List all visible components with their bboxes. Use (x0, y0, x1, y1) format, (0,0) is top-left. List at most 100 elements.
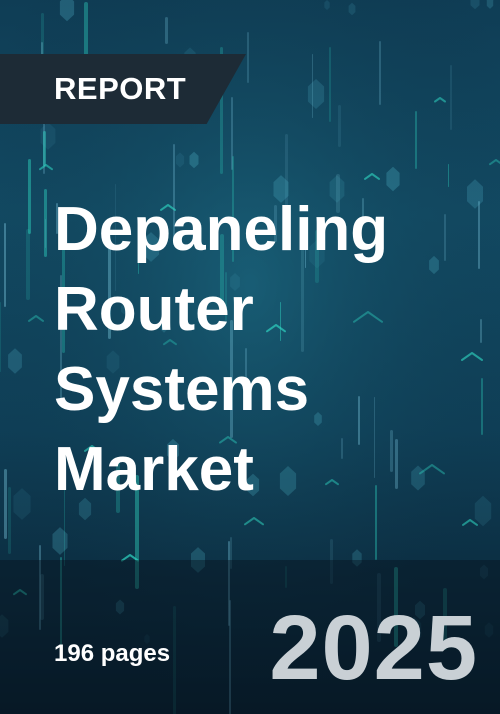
light-streak (138, 219, 139, 274)
hexagon-icon (279, 466, 297, 496)
light-streak (247, 32, 249, 83)
chevron-up-icon (39, 164, 53, 171)
light-streak (329, 47, 331, 122)
chevron-up-icon (461, 352, 483, 361)
hexagon-icon (169, 397, 177, 409)
light-streak (60, 557, 62, 650)
chevron-up-icon (434, 97, 446, 103)
hexagon-icon (480, 564, 488, 580)
light-streak (0, 302, 1, 372)
light-streak (415, 111, 417, 169)
light-streak (232, 156, 234, 262)
light-streak (377, 573, 381, 642)
hexagon-icon (307, 79, 325, 109)
light-streak (374, 397, 375, 478)
hexagon-icon (386, 166, 400, 192)
light-streak (312, 54, 313, 118)
light-streak (330, 539, 333, 584)
light-streak (379, 41, 381, 105)
hexagon-icon (106, 350, 120, 374)
chevron-up-icon (419, 464, 445, 475)
hexagon-icon (13, 488, 31, 520)
page-count: 196 pages (54, 640, 171, 667)
title-line-3: Systems (54, 355, 310, 424)
hexagon-icon (160, 321, 168, 333)
light-streak (395, 439, 398, 489)
hexagon-icon (115, 599, 125, 615)
hexagon-icon (467, 179, 483, 209)
hexagon-icon (406, 616, 422, 644)
hexagon-icon (348, 2, 356, 16)
light-streak (40, 574, 44, 620)
light-streak (338, 105, 341, 147)
report-title: Depaneling Router Systems Market (54, 190, 494, 510)
chevron-up-icon (28, 315, 44, 322)
light-streak (220, 234, 224, 313)
light-streak (341, 438, 343, 459)
chevron-up-icon (219, 436, 237, 444)
light-streak (443, 588, 447, 650)
bottom-shade (0, 560, 500, 714)
light-streak (358, 396, 360, 445)
chevron-up-icon (84, 445, 100, 452)
light-streak (280, 302, 281, 341)
light-streak (315, 230, 319, 283)
light-streak (285, 566, 287, 588)
hexagon-icon (474, 495, 492, 527)
light-streak (245, 348, 247, 381)
light-streak (274, 205, 277, 242)
light-streak (305, 238, 306, 268)
chevron-up-icon (325, 479, 339, 486)
light-streak (231, 97, 233, 170)
hexagon-icon (470, 0, 480, 10)
hexagon-icon (59, 0, 75, 22)
hexagon-icon (273, 175, 289, 203)
hexagon-icon (324, 0, 330, 10)
chevron-up-icon (244, 517, 264, 526)
chevron-up-icon (489, 159, 500, 166)
light-streak (45, 219, 46, 248)
hexagon-icon (52, 527, 68, 555)
hexagon-icon (8, 348, 22, 374)
light-streak (448, 164, 449, 187)
light-streak (229, 600, 231, 714)
light-streak (394, 567, 398, 647)
light-streak (4, 469, 7, 539)
light-streak (230, 537, 232, 569)
light-streak (43, 131, 46, 166)
light-streak (8, 487, 11, 554)
light-streak (44, 189, 47, 257)
hexagon-icon (142, 232, 160, 262)
light-streak (390, 430, 393, 472)
light-streak (481, 378, 483, 435)
light-streak (478, 201, 480, 269)
hexagon-icon (175, 152, 185, 168)
hexagon-icon (486, 0, 494, 9)
light-streak (285, 134, 288, 219)
light-streak (115, 184, 116, 291)
light-streak (4, 223, 6, 307)
chevron-up-icon (364, 173, 380, 180)
chevron-up-icon (160, 204, 176, 211)
light-streak (444, 214, 446, 261)
light-streak (480, 319, 482, 343)
hexagon-icon (191, 547, 205, 573)
light-streak (362, 198, 364, 221)
chevron-up-icon (13, 589, 27, 596)
light-streak (56, 203, 58, 234)
light-streak (165, 17, 168, 44)
light-streak (39, 545, 41, 630)
hexagon-icon (40, 122, 56, 150)
light-streak (301, 249, 304, 352)
hexagon-icon (411, 465, 425, 491)
chevron-up-icon (163, 339, 177, 346)
light-streak (62, 242, 65, 353)
light-streak (228, 541, 230, 626)
hexagon-icon (352, 549, 362, 567)
hexagon-icon (314, 412, 322, 426)
hexagon-icon (484, 622, 494, 638)
light-streak (26, 229, 30, 300)
light-streak (336, 174, 340, 213)
